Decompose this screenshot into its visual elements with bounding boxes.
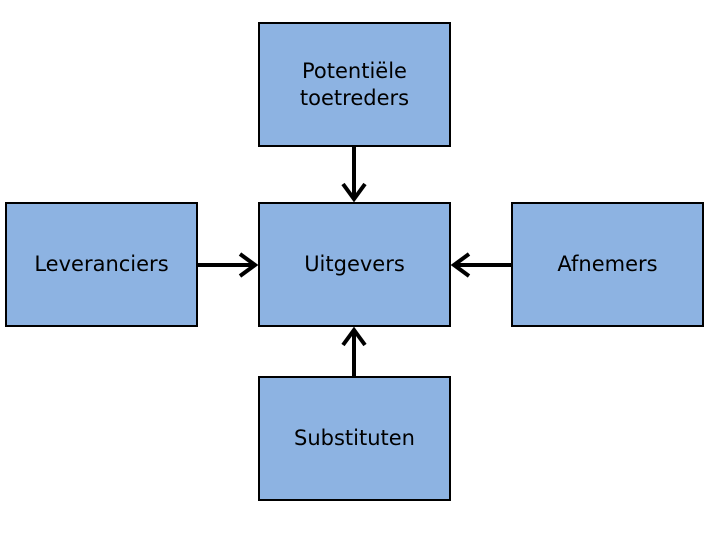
node-potential-entrants: Potentiële toetreders <box>258 22 451 147</box>
node-suppliers-label: Leveranciers <box>34 252 169 277</box>
node-substitutes-label: Substituten <box>294 426 415 451</box>
node-substitutes: Substituten <box>258 376 451 501</box>
node-publishers-label: Uitgevers <box>304 252 405 277</box>
arrow-bottom-to-center <box>341 326 367 376</box>
node-potential-entrants-label: Potentiële toetreders <box>299 59 410 110</box>
node-suppliers: Leveranciers <box>5 202 198 327</box>
node-publishers: Uitgevers <box>258 202 451 327</box>
arrow-right-to-center <box>450 252 511 278</box>
arrow-top-to-center <box>341 147 367 203</box>
node-buyers: Afnemers <box>511 202 704 327</box>
arrow-left-to-center <box>198 252 259 278</box>
node-buyers-label: Afnemers <box>557 252 658 277</box>
